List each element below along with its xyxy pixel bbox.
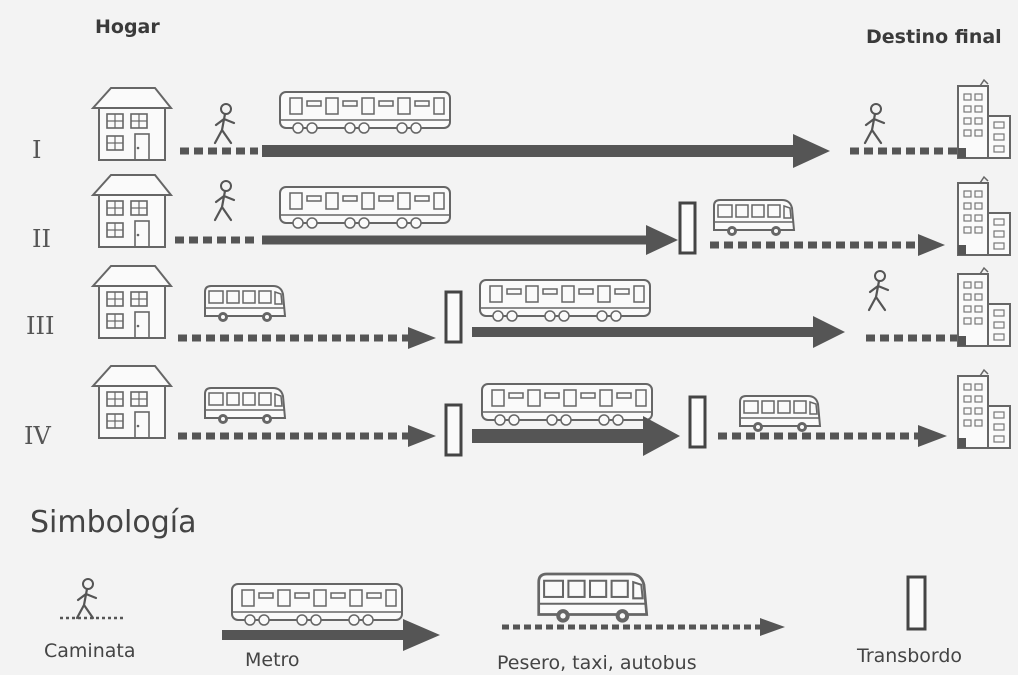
legend-metro-label: Metro <box>245 649 300 671</box>
header-origin: Hogar <box>95 16 160 38</box>
route-label: III <box>26 312 54 340</box>
walker-icon <box>867 269 890 312</box>
arrow-head <box>918 425 947 447</box>
header-destination: Destino final <box>866 26 1002 48</box>
route-1: I <box>32 79 1011 168</box>
transfer-icon <box>444 403 463 457</box>
house-icon <box>92 265 172 339</box>
route-label: II <box>32 225 51 253</box>
arrow-head <box>408 327 436 349</box>
arrow-head <box>403 619 440 651</box>
metro-icon <box>279 186 451 229</box>
building-icon <box>957 267 1011 347</box>
route-label: I <box>32 136 41 164</box>
legend-walking: Caminata <box>44 577 135 662</box>
bus-icon <box>739 395 821 433</box>
legend-title: Simbología <box>30 505 196 540</box>
transfer-icon <box>688 395 707 449</box>
legend-surface: Pesero, taxi, autobus <box>497 572 785 674</box>
legend-transfer: Transbordo <box>856 575 962 667</box>
building-icon <box>957 176 1011 256</box>
metro-icon <box>479 279 651 322</box>
walker-icon <box>75 577 98 620</box>
route-3: III <box>26 265 1011 349</box>
legend-metro: Metro <box>222 583 440 671</box>
arrow-head <box>793 134 830 168</box>
arrow-head <box>646 225 678 255</box>
route-label: IV <box>24 422 51 450</box>
arrow-head <box>813 316 845 348</box>
legend-surface-label: Pesero, taxi, autobus <box>497 652 697 674</box>
building-icon <box>957 79 1011 159</box>
house-icon <box>92 174 172 248</box>
legend-transfer-label: Transbordo <box>856 645 962 667</box>
arrow-head <box>643 416 680 456</box>
transfer-icon <box>678 201 697 255</box>
bus-icon <box>537 572 649 624</box>
route-2: II <box>32 174 1011 256</box>
transfer-icon <box>906 575 927 631</box>
walker-icon <box>213 179 236 222</box>
transfer-icon <box>444 290 463 344</box>
metro-icon <box>231 583 403 626</box>
bus-icon <box>204 387 286 425</box>
metro-icon <box>279 91 451 134</box>
walker-icon <box>863 102 886 145</box>
walker-icon <box>213 102 236 145</box>
house-icon <box>92 87 172 161</box>
metro-icon <box>481 383 653 426</box>
legend-walking-label: Caminata <box>44 640 135 662</box>
bus-icon <box>713 199 795 237</box>
route-4: IV <box>24 365 1011 457</box>
building-icon <box>957 369 1011 449</box>
arrow-head <box>760 618 785 636</box>
house-icon <box>92 365 172 439</box>
arrow-head <box>918 234 945 256</box>
bus-icon <box>204 285 286 323</box>
arrow-head <box>408 425 436 447</box>
legend: Simbología Caminata Metro Pesero, taxi, … <box>30 505 962 674</box>
